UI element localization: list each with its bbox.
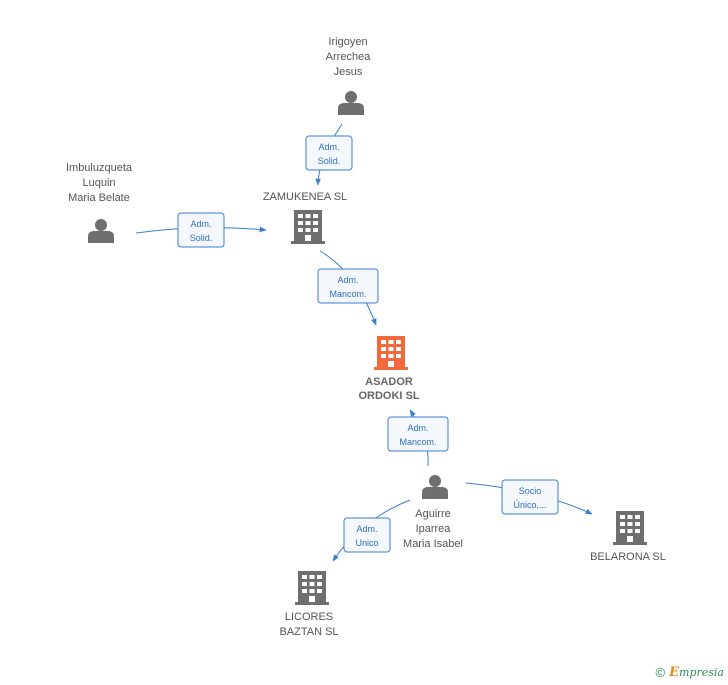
edge-zamukenea-asador[interactable]: Adm. Mancom.: [317, 250, 379, 326]
node-label-line3: Maria Isabel: [403, 538, 463, 550]
building-icon: [295, 571, 329, 605]
node-label-line2: BAZTAN SL: [279, 626, 338, 638]
edge-label-line2: Único,...: [513, 500, 546, 510]
footer-brand: © E mpresia: [656, 665, 724, 680]
brand-logo-text: mpresia: [679, 666, 724, 679]
edge-aguirre-belarona[interactable]: Socio Único,...: [465, 479, 593, 515]
building-icon: [291, 210, 325, 244]
edge-label-line1: Socio: [519, 486, 542, 496]
edge-label-line2: Solid.: [190, 233, 213, 243]
node-label-line1: ZAMUKENEA SL: [263, 191, 347, 203]
edge-aguirre-licores[interactable]: Adm. Unico: [332, 499, 411, 562]
node-label-line1: BELARONA SL: [590, 551, 666, 563]
edge-label-line2: Mancom.: [329, 289, 366, 299]
node-irigoyen[interactable]: Irigoyen Arrechea Jesus: [326, 36, 372, 115]
node-aguirre[interactable]: Aguirre Iparrea Maria Isabel: [403, 475, 463, 550]
node-label-line2: Iparrea: [416, 523, 452, 535]
node-label-line3: Maria Belate: [68, 192, 130, 204]
edge-label-line1: Adm.: [356, 524, 377, 534]
building-icon: [613, 511, 647, 545]
edge-label-line2: Mancom.: [399, 437, 436, 447]
edge-aguirre-asador[interactable]: Adm. Mancom.: [387, 409, 449, 467]
node-label-line1: ASADOR: [365, 376, 413, 388]
node-label-line2: ORDOKI SL: [358, 390, 419, 402]
node-label-line1: Aguirre: [415, 508, 450, 520]
edge-label-line1: Adm.: [190, 219, 211, 229]
node-label-line2: Arrechea: [326, 51, 372, 63]
edge-label-line2: Solid.: [318, 156, 341, 166]
copyright-icon: ©: [655, 665, 666, 680]
edge-label-line2: Unico: [355, 538, 378, 548]
person-icon: [88, 219, 114, 243]
node-label-line2: Luquin: [82, 177, 115, 189]
edge-irigoyen-zamukenea[interactable]: Adm. Solid.: [305, 123, 353, 186]
person-icon: [422, 475, 448, 499]
edge-label-line1: Adm.: [318, 142, 339, 152]
node-label-line1: LICORES: [285, 611, 333, 623]
node-asador-main[interactable]: ASADOR ORDOKI SL: [358, 336, 420, 402]
brand-logo-letter: E: [669, 665, 680, 680]
node-belarona[interactable]: BELARONA SL: [590, 511, 666, 563]
node-label-line1: Irigoyen: [328, 36, 367, 48]
building-icon: [374, 336, 408, 370]
edge-label-line1: Adm.: [337, 275, 358, 285]
node-imbuluzqueta[interactable]: Imbuluzqueta Luquin Maria Belate: [66, 162, 133, 243]
node-zamukenea[interactable]: ZAMUKENEA SL: [263, 191, 347, 244]
edge-imbuluzqueta-zamukenea[interactable]: Adm. Solid.: [135, 212, 267, 248]
edge-label-line1: Adm.: [407, 423, 428, 433]
person-icon: [338, 91, 364, 115]
node-label-line3: Jesus: [334, 66, 363, 78]
node-licores[interactable]: LICORES BAZTAN SL: [279, 571, 339, 638]
node-label-line1: Imbuluzqueta: [66, 162, 133, 174]
